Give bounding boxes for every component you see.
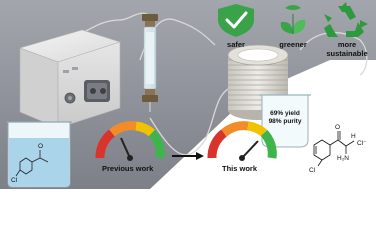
progress-arrow [172, 152, 204, 160]
graphical-abstract: O H₂N Cl⁻ H Cl Cl O safer greener more s… [0, 0, 376, 189]
product-cl-label: Cl [309, 167, 316, 174]
left-cl-label: Cl [11, 177, 18, 184]
product-structure [313, 131, 355, 167]
recycle-icon [324, 2, 368, 37]
safer-label: safer [227, 40, 245, 49]
yield-text: 69% yield [270, 110, 300, 117]
packed-column [142, 14, 158, 112]
greener-label: greener [279, 40, 307, 49]
counter-ion-label: Cl⁻ [357, 140, 367, 147]
counter-h-label: H [351, 133, 356, 140]
sustainable-line-1: more [337, 40, 357, 49]
gauge-previous-work [95, 121, 165, 161]
starting-material-beaker [6, 121, 72, 188]
shield-check-icon [218, 4, 254, 37]
purity-text: 98% purity [268, 118, 302, 125]
ketone-o-label: O [335, 124, 340, 131]
flask-result-label: 69% yield 98% purity [262, 110, 308, 126]
scene-illustration: O H₂N Cl⁻ H Cl Cl O [0, 0, 376, 189]
left-o-label: O [38, 143, 43, 150]
amine-label: H₂N [337, 155, 349, 162]
gauge-this-work [207, 121, 277, 161]
product-flask [259, 94, 311, 148]
hplc-pump [19, 29, 121, 129]
sustainable-line-2: sustainable [326, 49, 368, 58]
this-work-label: This work [222, 164, 258, 173]
previous-work-label: Previous work [102, 164, 154, 173]
leaf-flask-icon [280, 5, 306, 34]
more-sustainable-label: more sustainable [322, 40, 372, 58]
